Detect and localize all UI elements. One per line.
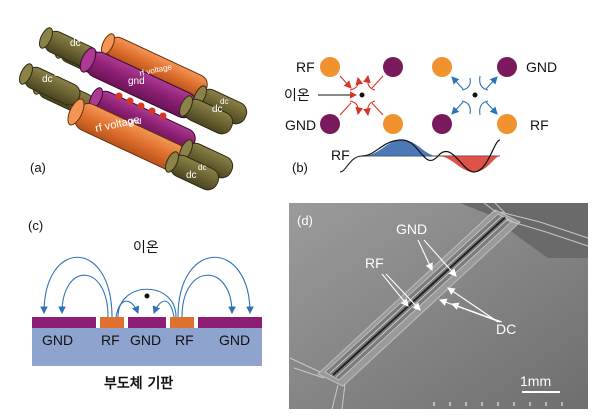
ion-dot <box>472 92 478 98</box>
substrate <box>32 328 262 366</box>
field-lines-right <box>451 75 498 116</box>
rod-label-dc: dc <box>220 97 228 106</box>
rod-label-dc: dc <box>70 38 81 49</box>
rod-label-dc: dc <box>78 33 86 42</box>
annotation-arrows <box>381 239 503 323</box>
rf-electrode <box>383 114 403 134</box>
dc-rod-back-right-2 <box>179 95 234 135</box>
rod-label-dc: dc <box>42 74 53 85</box>
rod-label-gnd: gnd <box>128 76 145 87</box>
gnd-electrode <box>497 57 517 77</box>
electrode-gnd <box>128 317 166 328</box>
gnd-electrode <box>320 114 340 134</box>
field-lines-left <box>339 74 384 117</box>
rf-electrode <box>320 57 340 77</box>
ion-label: 이온 <box>133 240 159 256</box>
label-gnd: GND <box>285 117 316 133</box>
dc-rod-front-right-2 <box>165 151 220 191</box>
scale-bar-label: 1mm <box>520 373 551 389</box>
electrode-label-rf: RF <box>175 332 194 348</box>
rod-label-dc: dc <box>212 104 223 115</box>
electrode-label-rf: RF <box>101 332 120 348</box>
electrode-rf <box>170 317 194 328</box>
gnd-electrode <box>383 57 403 77</box>
rod-label-gnd: gnd <box>128 117 141 126</box>
panel-label-a: (a) <box>30 160 46 175</box>
waveform-label: RF <box>331 147 350 163</box>
ion-dot <box>359 92 365 98</box>
panel-label-d: (d) <box>297 213 313 228</box>
rf-waveform <box>339 139 501 173</box>
label-gnd: GND <box>396 221 427 237</box>
label-rf: RF <box>365 255 384 271</box>
ion <box>148 107 156 115</box>
panel-b: RF GND 이온 GND RF <box>284 57 557 175</box>
electrode-rf <box>100 317 124 328</box>
electrode-label-gnd: GND <box>130 332 161 348</box>
label-dc: DC <box>496 321 516 337</box>
electrode-gnd <box>198 317 262 328</box>
electrode-gnd <box>32 317 96 328</box>
panel-d: (d) GND RF DC 1mm <box>289 202 589 410</box>
substrate-label: 부도체 기판 <box>104 376 173 392</box>
label-rf: RF <box>296 59 315 75</box>
ion <box>115 92 123 100</box>
gnd-electrode <box>432 114 452 134</box>
panel-c: (c) 이온 GND RF GND RF GND 부도체 기판 <box>28 218 262 392</box>
rf-electrode <box>432 57 452 77</box>
rf-electrode <box>497 114 517 134</box>
label-gnd: GND <box>526 59 557 75</box>
ion <box>159 112 167 120</box>
label-rf: RF <box>530 117 549 133</box>
rod-label-dc: dc <box>198 163 206 172</box>
panel-label-b: (b) <box>292 160 308 175</box>
electrode-label-gnd: GND <box>219 332 250 348</box>
panel-label-c: (c) <box>28 218 43 233</box>
ion <box>126 97 134 105</box>
ion-chain <box>115 92 167 120</box>
field-lines <box>40 256 254 318</box>
rod-label-dc: dc <box>186 170 197 181</box>
panel-a: dc dc rf voltage gnd dc dc gnd rf voltag… <box>19 27 248 191</box>
rod-label-dc: dc <box>54 69 62 78</box>
trap-channel <box>289 202 589 410</box>
label-ion: 이온 <box>284 88 310 104</box>
electrode-label-gnd: GND <box>42 332 73 348</box>
ion <box>137 102 145 110</box>
ion-dot <box>144 293 150 299</box>
scale-bar: 1mm <box>433 373 563 406</box>
dc-rod-front-left-2 <box>19 63 81 106</box>
